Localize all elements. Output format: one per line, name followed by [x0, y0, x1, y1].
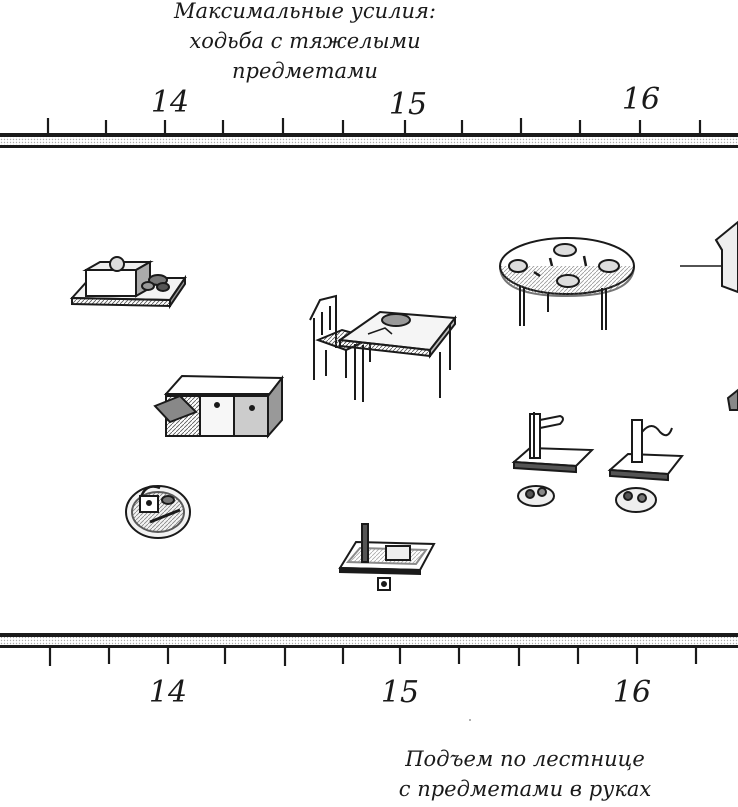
peg-board-icon — [338, 523, 436, 591]
timeline-bottom: 14 15 16 — [0, 633, 738, 710]
cabinet-with-drawers-icon — [153, 374, 285, 439]
pipe-stand-icon — [607, 419, 684, 513]
edge-object-top-icon — [680, 220, 738, 294]
timeline-top: 14 15 16 — [0, 82, 738, 148]
tick-label-bottom-15: 15 — [381, 675, 419, 710]
tick-label-bottom-14: 14 — [149, 675, 187, 710]
round-table-set-icon — [499, 237, 635, 330]
tick-label-top-15: 15 — [389, 87, 427, 122]
tray-with-box-icon — [69, 256, 187, 310]
caption-top: Максимальные усилия: ходьба с тяжелыми п… — [174, 0, 436, 83]
tick-label-top-16: 16 — [622, 82, 660, 117]
tick-label-top-14: 14 — [151, 85, 189, 120]
basket-with-lock-icon — [125, 485, 191, 539]
chair-and-table-icon — [309, 294, 457, 402]
caption-bottom: Подъем по лестнице с предметами в руках — [398, 747, 652, 801]
tool-stand-icon — [511, 412, 595, 507]
bowl-icon — [726, 388, 738, 411]
tick-label-bottom-16: 16 — [613, 675, 651, 710]
